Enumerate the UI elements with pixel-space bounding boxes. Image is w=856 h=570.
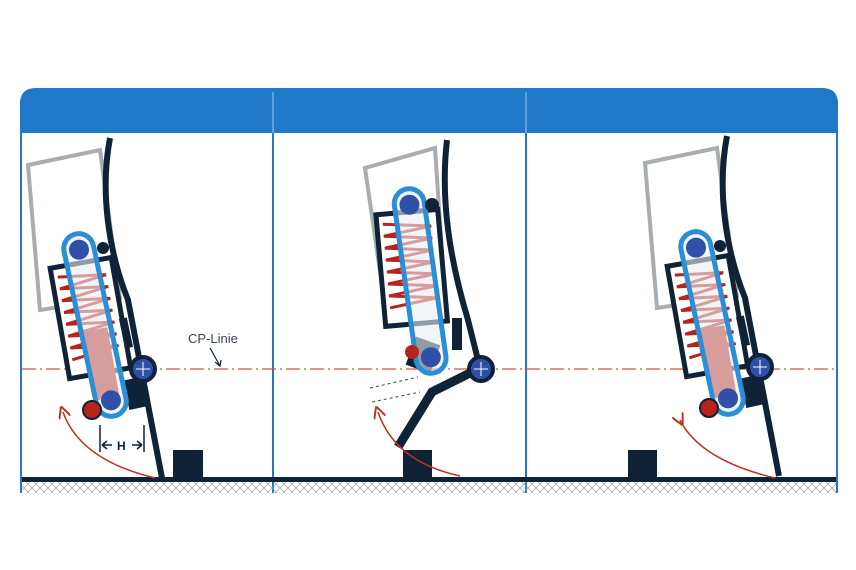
cp-line-label: CP-Linie <box>188 331 238 346</box>
ground-hatch <box>22 481 836 493</box>
stop-block <box>628 450 657 478</box>
dimension-h <box>99 425 145 452</box>
cp-label-pointer <box>209 347 222 368</box>
header-bar <box>20 88 838 133</box>
panel-position-1: H CP-Linie <box>28 138 238 478</box>
panel-position-2 <box>362 139 495 478</box>
motion-arc-arrow <box>680 420 776 479</box>
panel-dividers <box>20 92 838 493</box>
panel-position-3 <box>628 136 779 478</box>
motion-arc-arrow <box>63 412 156 479</box>
stop-block <box>403 450 432 478</box>
ground-line <box>22 477 836 482</box>
stop-block <box>173 450 203 478</box>
dimension-label: H <box>117 439 126 453</box>
motion-arc-arrow <box>378 412 461 477</box>
